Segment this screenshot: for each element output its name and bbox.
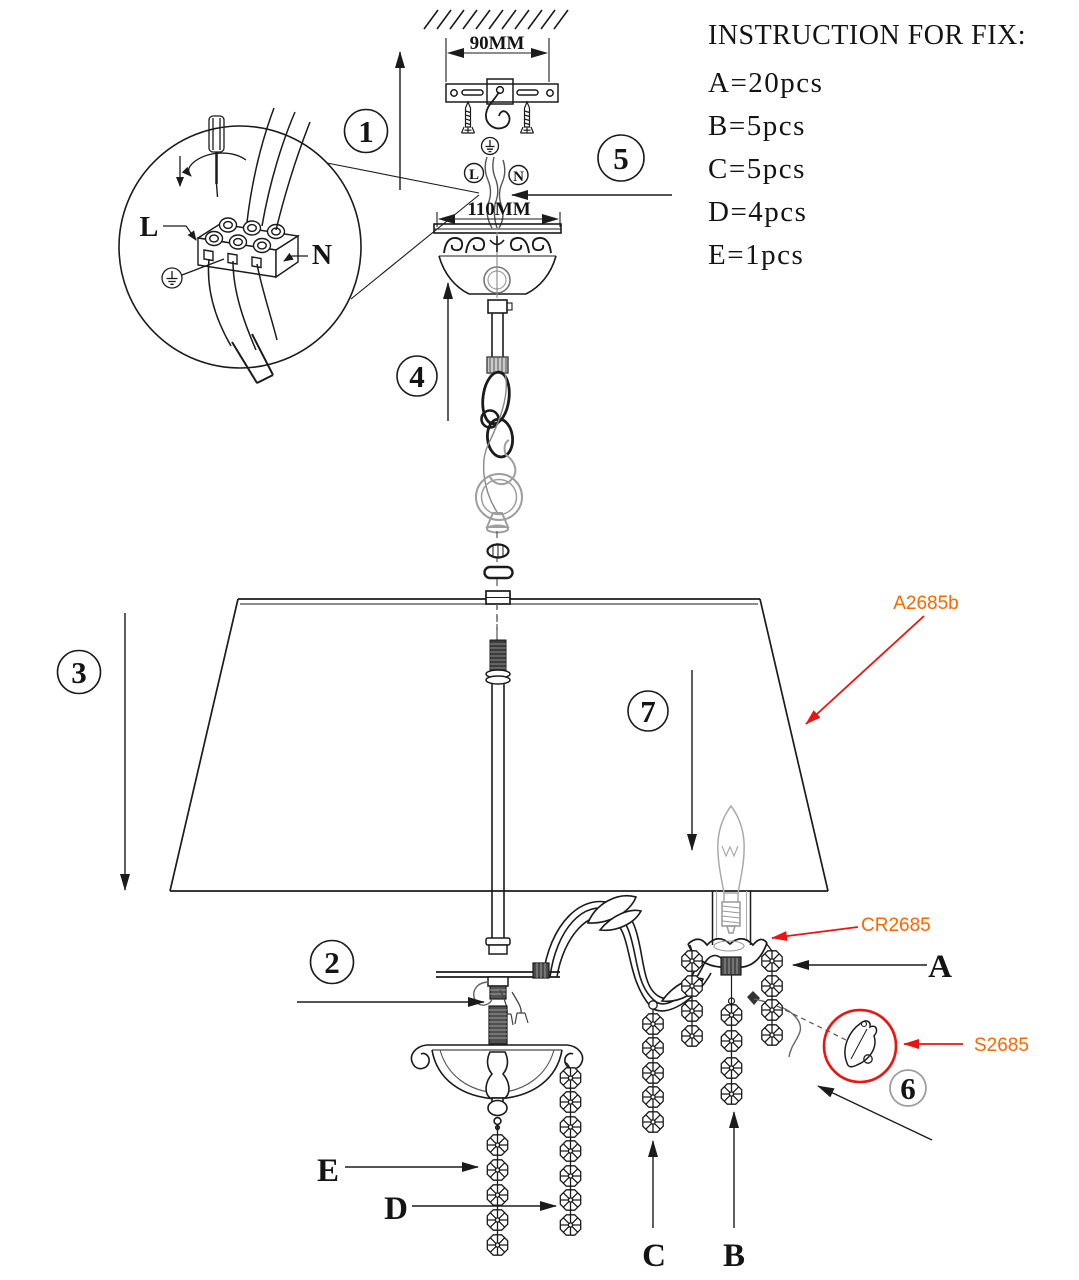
chain-connector — [486, 356, 509, 374]
wire-live-label: L — [469, 167, 479, 183]
step-1-badge — [343, 108, 389, 154]
detail-live-label: L — [140, 212, 159, 243]
wire-l-circle — [463, 162, 485, 184]
step-7-badge — [627, 690, 669, 732]
candle-bulb — [717, 804, 745, 934]
detail-wires — [207, 107, 311, 384]
instruction-block: INSTRUCTION FOR FIX: A=20pcs B=5pcs C=5p… — [708, 20, 1026, 277]
step-5-number: 5 — [613, 141, 629, 176]
crystal-code-label: S2685 — [974, 1035, 1029, 1056]
wire-n-circle — [508, 164, 529, 186]
crystal-bead-string-c — [642, 1000, 664, 1133]
chain-links — [480, 370, 514, 513]
step-6-arrow — [817, 1085, 933, 1141]
crystal-attach-line — [776, 1005, 847, 1041]
bracket-width-label: 90MM — [470, 33, 525, 54]
terminal-block — [196, 217, 300, 279]
center-hub — [436, 937, 560, 1045]
detail-ground-symbol — [161, 258, 225, 289]
parts-count-b: B=5pcs — [708, 110, 806, 142]
canopy-width-label: 110MM — [467, 199, 530, 220]
sleeve-code-arrow — [771, 926, 859, 942]
crystal-bead-string-a — [761, 942, 783, 1046]
wiring-detail-callout — [118, 125, 480, 369]
ground-symbol — [480, 136, 500, 156]
instruction-title: INSTRUCTION FOR FIX: — [708, 20, 1027, 51]
crystal-bead-string-d — [559, 1067, 582, 1236]
step-1-number: 1 — [358, 114, 374, 149]
parts-count-c: C=5pcs — [708, 153, 806, 185]
step-6-number: 6 — [900, 1071, 916, 1106]
stem-fittings — [483, 531, 514, 645]
parts-count-a: A=20pcs — [708, 67, 824, 99]
wire-neutral-label: N — [513, 169, 524, 185]
step-3-number: 3 — [71, 655, 87, 690]
step-4-badge — [396, 355, 438, 397]
shade-code-label: A2685b — [893, 593, 959, 614]
sleeve-code-label: CR2685 — [861, 915, 931, 936]
step-3-badge — [56, 649, 102, 695]
ceiling-canopy — [433, 223, 562, 357]
chain-hook — [475, 439, 523, 534]
mounting-bracket — [445, 78, 559, 130]
detail-neutral-label: N — [312, 240, 332, 271]
canopy-scroll-ornament — [443, 236, 552, 254]
mains-wires — [484, 156, 506, 229]
detail-labels-pointers — [163, 225, 308, 262]
step-5-badge — [597, 134, 645, 182]
center-rod — [485, 604, 511, 940]
step-6-badge — [889, 1069, 927, 1107]
candle-sleeve — [711, 891, 752, 945]
string-c-label: C — [642, 1238, 666, 1274]
step-7-number: 7 — [640, 694, 656, 729]
rotate-arrow — [176, 152, 247, 187]
glass-bowl — [410, 1044, 584, 1131]
string-b-label: B — [723, 1238, 745, 1274]
parts-count-d: D=4pcs — [708, 196, 808, 228]
ceiling-hatch — [423, 9, 569, 30]
lamp-shade — [169, 590, 829, 892]
crystal-pendant-highlight — [822, 1008, 898, 1084]
crystal-bead-string-b — [720, 1003, 743, 1105]
string-d-label: D — [384, 1191, 408, 1227]
string-a-label: A — [928, 949, 952, 985]
string-e-label: E — [317, 1153, 339, 1189]
screwdriver — [208, 115, 225, 198]
crystal-bead-string-left — [681, 944, 703, 1047]
crystal-bead-string-e — [486, 1131, 509, 1256]
step-4-number: 4 — [409, 359, 425, 394]
step-2-badge — [309, 939, 355, 985]
bracket-width-dimension — [445, 38, 550, 82]
mounting-screws — [460, 100, 535, 134]
step-2-number: 2 — [324, 945, 340, 980]
shade-code-arrow — [805, 615, 925, 725]
parts-count-e: E=1pcs — [708, 239, 805, 271]
